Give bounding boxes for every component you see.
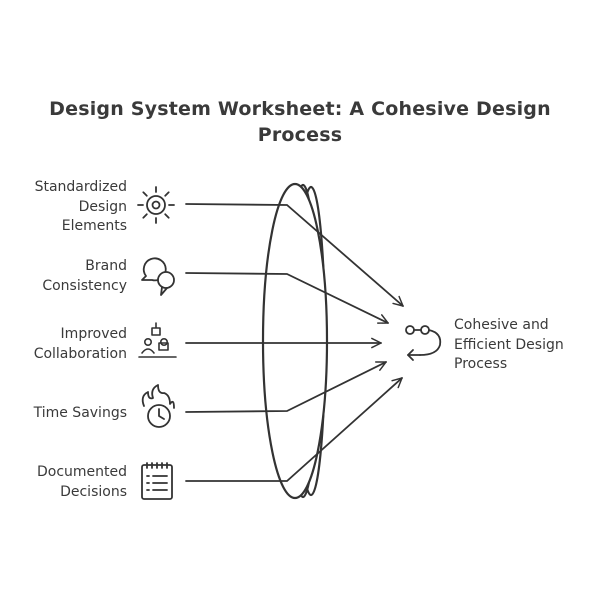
- flow-line-1: [185, 203, 404, 307]
- title-line-2: Process: [257, 124, 343, 146]
- title-line-1: Design System Worksheet: A Cohesive Desi…: [49, 98, 551, 120]
- label-line: Documented: [36, 464, 127, 480]
- label-line: Collaboration: [33, 345, 127, 362]
- label-line: Consistency: [42, 277, 127, 294]
- flow-line-2: [185, 272, 389, 324]
- diagram-title: Design System Worksheet: A Cohesive Desi…: [20, 96, 580, 148]
- sun-gear-icon: [137, 186, 175, 224]
- burning-clock-icon: [141, 384, 175, 428]
- label-line: Standardized: [34, 179, 127, 195]
- lens-front-face: [261, 182, 329, 500]
- team-desk-icon: [138, 322, 177, 358]
- speech-bubbles-icon: [141, 257, 175, 296]
- label-documented-decisions: Documented Decisions: [37, 463, 127, 502]
- label-brand-consistency: Brand Consistency: [42, 257, 127, 296]
- label-line: Elements: [61, 218, 127, 234]
- label-line: Brand: [85, 258, 127, 274]
- document-list-icon: [141, 462, 173, 500]
- flow-line-4: [185, 361, 387, 413]
- label-line: Process: [454, 356, 508, 372]
- label-standardized-design-elements: Standardized Design Elements: [35, 178, 127, 237]
- label-output-process: Cohesive and Efficient Design Process: [454, 316, 564, 375]
- label-line: Design: [78, 198, 127, 215]
- label-line: Time Savings: [33, 405, 127, 421]
- label-time-savings: Time Savings: [34, 404, 127, 424]
- flow-line-5: [185, 377, 403, 482]
- process-flow-icon: [405, 325, 442, 361]
- lens-shape: [261, 182, 329, 500]
- label-improved-collaboration: Improved Collaboration: [34, 325, 127, 364]
- label-line: Improved: [60, 326, 127, 342]
- label-line: Efficient Design: [454, 336, 564, 353]
- label-line: Decisions: [60, 483, 127, 500]
- label-line: Cohesive and: [454, 317, 549, 333]
